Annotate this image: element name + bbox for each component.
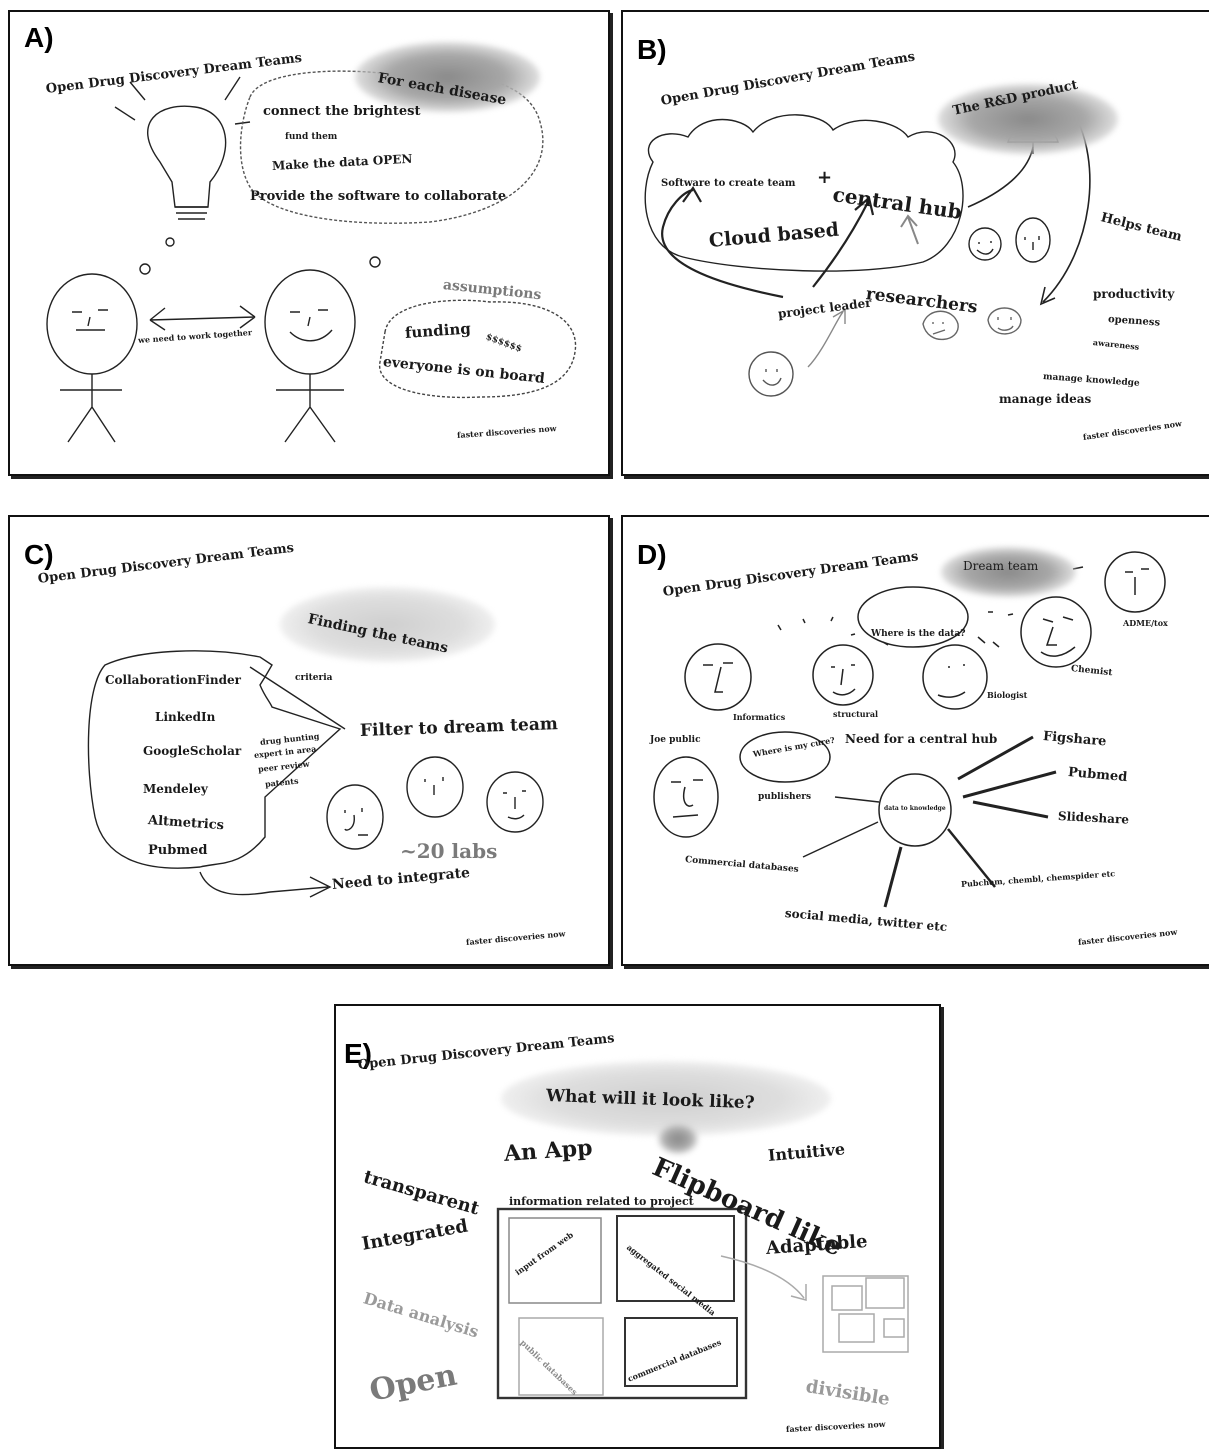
source-item: LinkedIn	[155, 710, 216, 724]
role-label: structural	[833, 709, 879, 719]
funnel-shape	[87, 650, 342, 869]
panel-letter: E)	[344, 1038, 372, 1069]
role-label: Biologist	[987, 690, 1028, 700]
face-icon	[684, 643, 752, 711]
source-item: Mendeley	[143, 782, 208, 796]
where-cure-bubble	[739, 731, 831, 783]
double-arrow	[149, 305, 256, 331]
cloud-shape	[644, 114, 964, 272]
spoke	[957, 735, 1034, 781]
need-hub-label: Need for a central hub	[845, 732, 998, 746]
panel-e: E) Open Drug Discovery Dream Teams What …	[334, 1004, 941, 1449]
info-label: information related to project	[509, 1195, 694, 1208]
panel-c: C) Open Drug Discovery Dream Teams Findi…	[8, 515, 610, 966]
software-label: Software to create team	[661, 178, 796, 189]
panel-letter: B)	[637, 34, 667, 65]
face-icon	[326, 784, 384, 850]
source-item: GoogleScholar	[143, 744, 242, 758]
spoke	[947, 828, 996, 888]
face-icon	[922, 644, 988, 710]
bubble-item: Provide the software to collaborate	[250, 189, 507, 204]
tile-frame	[518, 1317, 604, 1396]
hub-circle	[878, 773, 952, 847]
face-icon	[987, 307, 1022, 335]
hub-label: data to knowledge	[884, 805, 946, 812]
face-icon	[486, 771, 544, 833]
panel-a: A) Open Drug Discovery Dream Teams For e…	[8, 10, 610, 476]
spoke	[834, 796, 880, 803]
panel-letter: A)	[24, 22, 54, 53]
bubble-item: connect the brightest	[263, 104, 421, 119]
spoke	[972, 800, 1049, 819]
bubble-item: fund them	[285, 132, 338, 142]
spoke	[802, 821, 879, 858]
panel-a-sketch	[46, 70, 577, 443]
panel-e-sketch	[496, 1207, 909, 1400]
face-icon	[1015, 217, 1051, 263]
tile-frame	[624, 1317, 738, 1387]
labs-label: ~20 labs	[400, 839, 498, 863]
where-data-label: Where is the data?	[871, 629, 966, 639]
face-icon	[1020, 596, 1092, 668]
app-frame	[496, 1207, 748, 1400]
criteria-label: criteria	[295, 673, 333, 683]
panel-c-sketch	[87, 650, 544, 898]
lightbulb-icon	[147, 105, 227, 208]
where-data-bubble	[857, 586, 969, 648]
face-icon	[406, 756, 464, 818]
thought-bubble	[239, 70, 544, 224]
face-icon	[812, 644, 874, 706]
panel-letter: D)	[637, 539, 667, 570]
panel-letter: C)	[24, 539, 54, 570]
plus-label: +	[817, 167, 833, 188]
source-item: CollaborationFinder	[105, 673, 241, 687]
panel-b: B) Open Drug Discovery Dream Teams The R…	[621, 10, 1209, 476]
role-label: ADME/tox	[1123, 618, 1168, 628]
panel-d: D) Open Drug Discovery Dream Teams Dream…	[621, 515, 1209, 966]
assumptions-bubble	[379, 299, 577, 399]
face-icon	[748, 351, 794, 397]
panel-d-sketch	[653, 551, 1166, 908]
face-icon	[968, 227, 1002, 261]
benefit-label: productivity	[1093, 287, 1175, 301]
face-icon	[653, 756, 719, 838]
panel-header: Dream team	[963, 559, 1039, 573]
source-item: Pubmed	[148, 843, 208, 858]
person-left-head	[46, 273, 138, 375]
integrate-arrow	[199, 871, 332, 898]
spoke	[883, 846, 903, 908]
divisible-arrow	[720, 1255, 807, 1301]
role-label: Informatics	[733, 712, 786, 722]
tile-frame	[508, 1217, 602, 1304]
joe-public-label: Joe public	[650, 735, 701, 745]
face-icon	[922, 310, 959, 341]
spoke-label: publishers	[758, 792, 812, 802]
person-right-head	[264, 269, 356, 375]
face-icon	[1104, 551, 1166, 613]
spoke	[962, 770, 1057, 799]
divisible-frame	[822, 1275, 909, 1353]
manage-ideas-label: manage ideas	[999, 392, 1092, 406]
